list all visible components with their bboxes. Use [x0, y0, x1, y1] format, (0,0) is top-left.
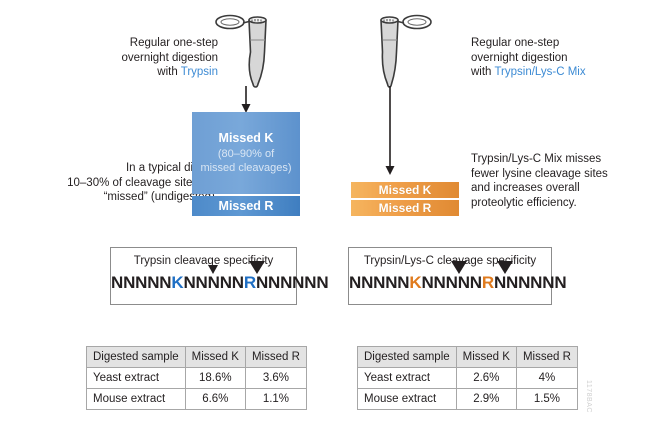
seq-right-arginine: R [481, 273, 494, 292]
right-note-line2: fewer lysine cleavage sites [471, 167, 608, 180]
right-note-line3: and increases overall [471, 182, 580, 194]
missed-k-box-blue: Missed K (80–90% of missed cleavages) [192, 112, 300, 194]
missed-k-box-orange: Missed K [351, 182, 459, 198]
left-caption-line2: overnight digestion [121, 51, 218, 64]
table-header-row: Digested sample Missed K Missed R [357, 346, 578, 368]
th-missed-k-right: Missed K [455, 346, 517, 368]
trypsin-lysc-sequence: NNNNNKNNNNNRNNNNNN [349, 261, 567, 293]
microcentrifuge-tube-icon-left [213, 8, 275, 96]
trypsin-lysc-specificity-title: Trypsin/Lys-C cleavage specificity [363, 255, 537, 267]
th-missed-r-left: Missed R [244, 346, 307, 368]
right-note-line4: proteolytic efficiency. [471, 196, 577, 209]
td-missed-r-right-0: 4% [515, 367, 578, 389]
seq-right-lysine: K [409, 273, 422, 292]
trypsin-lysc-results-table: Digested sample Missed K Missed R Yeast … [357, 346, 578, 410]
figure-code-watermark: 1178BAC [585, 380, 592, 413]
seq-right-part1: NNNNN [349, 273, 410, 292]
td-sample-right-0: Yeast extract [357, 367, 457, 389]
td-sample-right-1: Mouse extract [357, 388, 457, 410]
td-missed-k-left-1: 6.6% [184, 388, 246, 410]
td-missed-k-right-0: 2.6% [455, 367, 517, 389]
left-note-line3: “missed” (undigested). [103, 191, 218, 203]
td-missed-k-right-1: 2.9% [455, 388, 517, 410]
missed-r-box-orange: Missed R [351, 200, 459, 216]
cleavage-marker-k-small [208, 265, 218, 274]
microcentrifuge-tube-icon-right [372, 8, 434, 96]
left-caption-line1: Regular one-step [129, 37, 218, 49]
seq-right-part2: NNNNN [421, 273, 482, 292]
seq-left-arginine: R [243, 273, 256, 292]
seq-right-part3: NNNNNN [493, 273, 567, 292]
table-row: Yeast extract 2.6% 4% [357, 367, 578, 389]
cleavage-marker-r-large [249, 261, 265, 274]
trypsin-sequence: NNNNNKNNNNNRNNNNNN [111, 261, 329, 293]
seq-left-lysine: K [171, 273, 184, 292]
missed-r-box-blue: Missed R [192, 196, 300, 216]
trypsin-lysc-specificity-panel: Trypsin/Lys-C cleavage specificity NNNNN… [348, 247, 567, 305]
right-caption-line3: with Trypsin/Lys-C Mix [471, 65, 646, 80]
table-row: Yeast extract 18.6% 3.6% [86, 367, 307, 389]
cleavage-marker-r-large-right [497, 261, 513, 274]
seq-left-part2: NNNNN [183, 273, 244, 292]
down-arrow-icon-right [383, 86, 397, 176]
right-caption: Regular one-step overnight digestion wit… [471, 36, 646, 80]
cleavage-marker-k-large [451, 261, 467, 274]
left-caption-enzyme: Trypsin [180, 66, 218, 78]
right-caption-line3-prefix: with [471, 66, 495, 78]
table-header-row: Digested sample Missed K Missed R [86, 346, 307, 368]
right-caption-enzyme: Trypsin/Lys-C Mix [494, 66, 586, 78]
trypsin-specificity-panel: Trypsin cleavage specificity NNNNNKNNNNN… [110, 247, 329, 305]
missed-k-sub-line2: missed cleavages) [200, 161, 292, 174]
missed-k-sub-line1: (80–90% of [217, 148, 275, 160]
td-sample-left-1: Mouse extract [86, 388, 186, 410]
right-note-line1: Trypsin/Lys-C Mix misses [471, 153, 602, 165]
trypsin-results-table: Digested sample Missed K Missed R Yeast … [86, 346, 307, 410]
table-row: Mouse extract 6.6% 1.1% [86, 388, 307, 410]
seq-left-part3: NNNNNN [255, 273, 329, 292]
down-arrow-icon-left [239, 86, 253, 114]
left-note-line1: In a typical digest, [125, 162, 218, 174]
missed-k-title-left: Missed K [218, 131, 274, 145]
left-note-line2: 10–30% of cleavage sites are [67, 176, 218, 189]
right-caption-line2: overnight digestion [471, 51, 568, 64]
trypsin-specificity-title: Trypsin cleavage specificity [133, 255, 274, 267]
td-missed-r-left-0: 3.6% [244, 367, 307, 389]
th-sample-left: Digested sample [86, 346, 186, 368]
th-missed-k-left: Missed K [184, 346, 246, 368]
left-note: In a typical digest, 10–30% of cleavage … [28, 161, 218, 205]
seq-left-part1: NNNNN [111, 273, 172, 292]
td-missed-r-right-1: 1.5% [515, 388, 578, 410]
left-caption-line3: with Trypsin [58, 65, 218, 80]
th-missed-r-right: Missed R [515, 346, 578, 368]
table-row: Mouse extract 2.9% 1.5% [357, 388, 578, 410]
th-sample-right: Digested sample [357, 346, 457, 368]
left-caption: Regular one-step overnight digestion wit… [58, 36, 218, 80]
td-missed-k-left-0: 18.6% [184, 367, 246, 389]
td-missed-r-left-1: 1.1% [244, 388, 307, 410]
td-sample-left-0: Yeast extract [86, 367, 186, 389]
left-caption-line3-prefix: with [157, 66, 181, 78]
missed-k-sub-left: (80–90% of missed cleavages) [200, 148, 291, 175]
right-caption-line1: Regular one-step [471, 37, 560, 49]
right-note: Trypsin/Lys-C Mix misses fewer lysine cl… [471, 152, 649, 210]
